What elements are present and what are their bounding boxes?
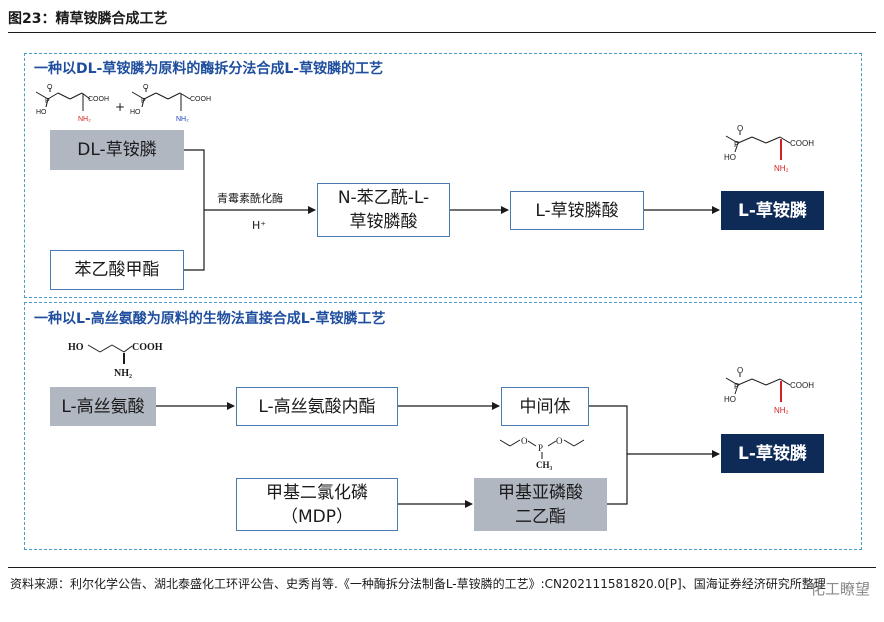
bottom-rule	[8, 567, 876, 568]
chem-o-e2: O	[556, 436, 563, 446]
plus-sign: +	[115, 100, 126, 114]
box-l-homoserine: L-高丝氨酸	[50, 387, 156, 426]
enzyme-label: 青霉素酰化酶	[217, 192, 283, 205]
chem-nh2-f: NH₂	[774, 406, 789, 415]
chem-o-b: O	[143, 84, 149, 91]
box-ester-line1: 甲基亚磷酸	[498, 482, 583, 503]
box-l-glufosinate-result-2: L-草铵膦	[721, 434, 824, 473]
chem-o-e1: O	[521, 436, 528, 446]
box-l-glufosinate-result-1: L-草铵膦	[721, 191, 824, 230]
chem-p-f: P	[734, 382, 739, 391]
chem-cooh-b: COOH	[190, 96, 211, 103]
box-mdp: 甲基二氯化磷 （MDP）	[236, 478, 398, 531]
chem-p-e: P	[538, 443, 543, 453]
box-methyl-phenylacetate: 苯乙酸甲酯	[50, 250, 184, 290]
chem-o-f: O	[737, 366, 743, 375]
box-mdp-line2: （MDP）	[280, 506, 353, 527]
section2-heading: 一种以L-高丝氨酸为原料的生物法直接合成L-草铵膦工艺	[34, 311, 386, 327]
box-n-phenylacetyl-l-acid: N-苯乙酰-L- 草铵膦酸	[317, 183, 450, 237]
structure-l-glufosinate-2: HO O P COOH NH₂	[724, 366, 814, 415]
structure-glufosinate-a: HO O P COOH NH₂	[35, 84, 109, 123]
acid-label: H⁺	[252, 219, 267, 232]
chem-nh2-c: NH₂	[774, 164, 789, 173]
chem-cooh-a: COOH	[88, 96, 109, 103]
section2-connectors	[156, 402, 720, 508]
chem-ch3-e: CH₃	[536, 460, 553, 470]
chem-p-b: P	[141, 98, 146, 105]
box-dl-glufosinate: DL-草铵膦	[50, 130, 184, 170]
chem-ho-c: HO	[724, 153, 736, 162]
structure-diethyl-methylphosphonite: O P O CH₃	[499, 436, 585, 470]
chem-p-a: P	[45, 98, 50, 105]
chem-cooh-d: COOH	[132, 342, 163, 353]
top-rule	[8, 32, 876, 33]
box-intermediate: 中间体	[501, 387, 589, 426]
box-ester-line2: 二乙酯	[515, 506, 566, 527]
box-diethyl-methylphosphonite: 甲基亚磷酸 二乙酯	[474, 478, 607, 531]
box-n-line1: N-苯乙酰-L-	[337, 188, 430, 208]
chem-ho-a: HO	[36, 109, 47, 116]
chem-p-c: P	[734, 140, 739, 149]
watermark: 化工瞭望	[809, 580, 870, 598]
chem-o-c: O	[737, 124, 743, 133]
chem-nh2-a: NH₂	[78, 116, 91, 123]
section1-heading: 一种以DL-草铵膦为原料的酶拆分法合成L-草铵膦的工艺	[34, 61, 384, 77]
chem-ho-b: HO	[130, 109, 141, 116]
connector-dl-bracket	[184, 149, 205, 271]
box-mdp-line1: 甲基二氯化磷	[266, 482, 368, 503]
structure-l-homoserine: HO COOH NH₂	[68, 342, 163, 379]
panel-enzymatic-route	[24, 53, 862, 298]
structure-l-glufosinate-1: HO O P COOH NH₂	[724, 124, 814, 173]
connector-merge-bracket	[589, 405, 628, 505]
section1-connectors	[184, 149, 720, 271]
chem-nh2-b: NH₂	[176, 116, 189, 123]
source-note: 资料来源：利尔化学公告、湖北泰盛化工环评公告、史秀肖等.《一种酶拆分法制备L-草…	[10, 577, 826, 591]
chem-cooh-c: COOH	[790, 139, 814, 148]
chem-ho-f: HO	[724, 395, 736, 404]
chem-o-a: O	[47, 84, 53, 91]
chem-cooh-f: COOH	[790, 381, 814, 390]
box-l-glufosinate-acid: L-草铵膦酸	[510, 191, 644, 230]
chem-ho-d: HO	[68, 342, 84, 353]
chem-nh2-d: NH₂	[114, 368, 132, 379]
box-l-homoserine-lactone: L-高丝氨酸内酯	[236, 387, 398, 426]
structure-glufosinate-b: HO O P COOH NH₂	[130, 84, 211, 123]
box-n-line2: 草铵膦酸	[349, 212, 418, 232]
panel-biological-route	[24, 302, 862, 550]
figure-title: 图23：精草铵膦合成工艺	[8, 11, 168, 27]
